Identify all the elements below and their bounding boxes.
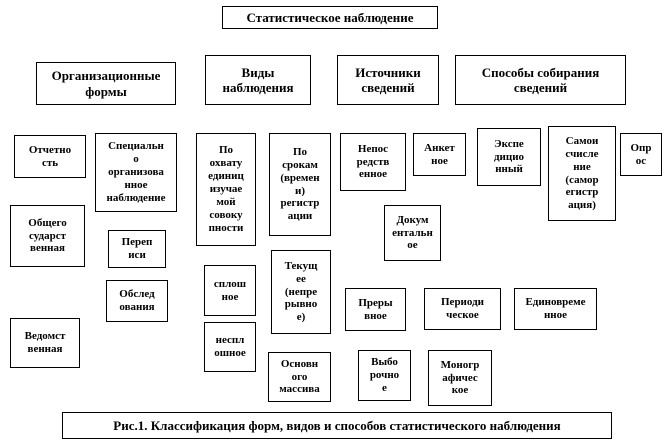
figure-caption: Рис.1. Классификация форм, видов и спосо…: [62, 412, 612, 439]
node-continuous-coverage: сплош ное: [204, 265, 256, 316]
node-periodic: Периоди ческое: [424, 288, 501, 330]
node-censuses: Переп иси: [108, 230, 166, 268]
node-questionnaire: Анкет ное: [413, 133, 466, 176]
node-specially-organized-observation: Специальн о организова нное наблюдение: [95, 133, 177, 212]
node-by-coverage-of-units: По охвату единиц изучае мой совоку пност…: [196, 133, 256, 246]
node-current-continuous: Текущ ее (непре рывно е): [271, 250, 331, 334]
node-expeditionary: Экспе дицио нный: [477, 128, 541, 186]
node-one-time: Единовреме нное: [514, 288, 597, 330]
category-collection-methods: Способы собирания сведений: [455, 55, 626, 105]
category-information-sources: Источники сведений: [337, 55, 439, 105]
root-node-statistical-observation: Статистическое наблюдение: [222, 6, 438, 29]
category-organizational-forms: Организационные формы: [36, 62, 176, 105]
node-documentary: Докум ентальн ое: [384, 205, 441, 261]
node-intermittent: Преры вное: [345, 288, 406, 331]
node-reporting: Отчетно сть: [14, 135, 86, 178]
node-examinations: Обслед ования: [106, 280, 168, 322]
node-direct: Непос редств енное: [340, 133, 406, 191]
node-departmental: Ведомст венная: [10, 318, 80, 368]
node-monographic: Моногр афичес кое: [428, 350, 492, 406]
node-survey: Опр ос: [620, 133, 662, 176]
node-non-continuous: неспл ошное: [204, 322, 256, 372]
category-observation-types: Виды наблюдения: [205, 55, 311, 105]
node-self-calculation: Самои счисле ние (самор егистр ация): [548, 126, 616, 221]
node-main-body: Основн ого массива: [268, 352, 331, 402]
node-by-registration-time: По срокам (времен и) регистр ации: [269, 133, 331, 236]
node-sample: Выбо рочно е: [358, 350, 411, 401]
node-national: Общего сударст венная: [10, 205, 85, 267]
